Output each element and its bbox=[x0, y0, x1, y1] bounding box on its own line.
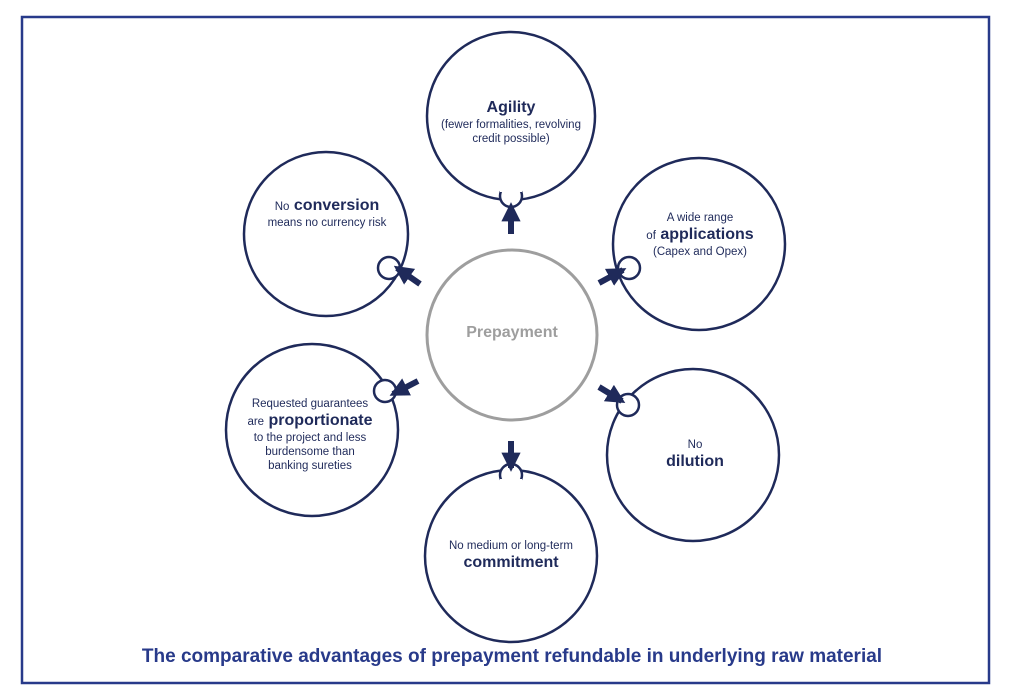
node-applications-post: (Capex and Opex) bbox=[653, 245, 747, 258]
center-circle bbox=[425, 248, 599, 422]
node-conversion-pre: No bbox=[274, 201, 290, 213]
center-label: Prepayment bbox=[466, 324, 558, 341]
node-agility-title: Agility bbox=[486, 99, 536, 116]
node-conversion: No conversion means no currency risk bbox=[252, 196, 402, 230]
node-dilution: No dilution bbox=[620, 438, 770, 472]
node-circle-proportionate bbox=[224, 342, 400, 518]
node-proportionate-post2: burdensome than bbox=[265, 445, 355, 458]
node-applications-pre1: A wide range bbox=[666, 212, 734, 224]
node-commitment-pre: No medium or long-term bbox=[449, 540, 573, 552]
node-circle-applications bbox=[611, 156, 787, 332]
arrow-proportionate bbox=[389, 378, 420, 397]
node-dilution-title: dilution bbox=[666, 453, 724, 471]
node-commitment: No medium or long-term commitment bbox=[426, 539, 596, 573]
diagram-caption: The comparative advantages of prepayment… bbox=[141, 646, 883, 667]
node-proportionate-pre1: Requested guarantees bbox=[251, 398, 369, 410]
node-applications-title: applications bbox=[660, 226, 754, 244]
node-proportionate-title: proportionate bbox=[268, 412, 373, 430]
node-circle-conversion bbox=[242, 150, 410, 318]
node-proportionate: Requested guarantees are proportionate t… bbox=[230, 397, 390, 473]
node-proportionate-post1: to the project and less bbox=[253, 431, 367, 444]
node-agility-subtitle-1: (fewer formalities, revolving bbox=[441, 118, 581, 131]
node-conversion-post: means no currency risk bbox=[267, 216, 387, 229]
node-dilution-pre: No bbox=[687, 439, 703, 451]
arrow-applications bbox=[597, 267, 627, 286]
node-commitment-title: commitment bbox=[463, 554, 559, 572]
node-applications: A wide range of applications (Capex and … bbox=[620, 211, 780, 259]
node-proportionate-pre2: are bbox=[247, 416, 265, 429]
node-applications-pre2: of bbox=[646, 230, 656, 243]
node-circle-dilution bbox=[605, 367, 781, 543]
arrow-conversion bbox=[393, 265, 422, 287]
node-proportionate-post3: banking sureties bbox=[268, 459, 352, 472]
node-agility: Agility (fewer formalities, revolving cr… bbox=[426, 98, 596, 146]
arrow-dilution bbox=[597, 384, 626, 404]
notch-conversion bbox=[376, 255, 402, 281]
outer-frame bbox=[20, 15, 991, 685]
node-agility-subtitle-2: credit possible) bbox=[472, 132, 550, 145]
node-conversion-title: conversion bbox=[293, 197, 380, 214]
